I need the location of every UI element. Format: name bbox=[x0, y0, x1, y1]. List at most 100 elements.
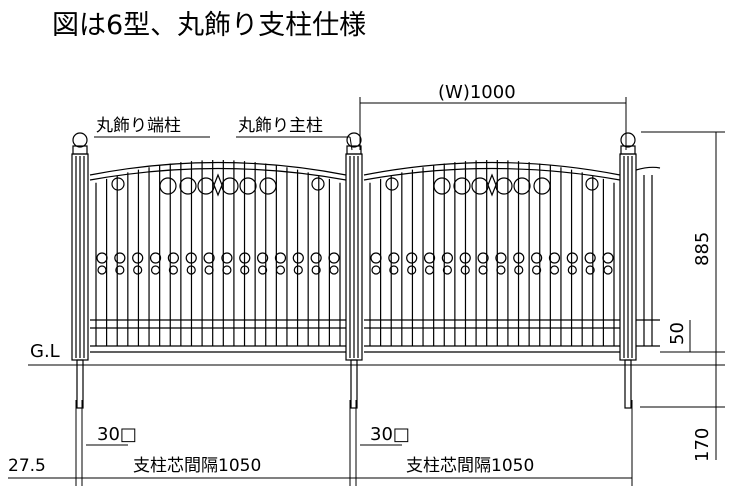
main-post-label: 丸飾り主柱 bbox=[238, 116, 323, 136]
fence-panel-left-scroll bbox=[258, 265, 268, 275]
fence-panel-right-scroll bbox=[370, 252, 382, 264]
fence-panel-right-scroll bbox=[514, 265, 524, 275]
fence-panel-partial-arch bbox=[635, 166, 661, 171]
right-post bbox=[619, 132, 637, 409]
fence-structure bbox=[71, 132, 661, 409]
fence-panel-left-scroll bbox=[328, 252, 340, 264]
fence-panel-right-scroll bbox=[459, 252, 471, 264]
fence-panel-right-scroll bbox=[496, 265, 506, 275]
fence-panel-left-crest-scroll bbox=[239, 177, 257, 195]
fence-panel-left-scroll bbox=[168, 265, 178, 275]
fence-panel-right-scroll bbox=[567, 265, 577, 275]
fence-panel-left-crest-scroll bbox=[221, 177, 239, 195]
fence-panel-left-scroll bbox=[186, 265, 196, 275]
fence-panel-right-scroll bbox=[406, 252, 418, 264]
main-post-leader-tail bbox=[349, 136, 353, 151]
width-dimension-label: (W)1000 bbox=[438, 82, 516, 103]
fence-panel-left-scroll bbox=[167, 252, 179, 264]
fence-panel-right bbox=[363, 160, 621, 353]
fence-panel-left-scroll bbox=[257, 252, 269, 264]
fence-panel-right-top-arch-inner bbox=[363, 167, 621, 181]
fence-panel-right-scroll bbox=[441, 252, 453, 264]
fence-panel-right-scroll bbox=[548, 252, 561, 264]
fence-panel-left-crest-scroll bbox=[179, 177, 197, 195]
post-spacing-label-right: 支柱芯間隔1050 bbox=[406, 456, 535, 476]
fence-panel-right-scroll bbox=[495, 252, 507, 264]
fence-panel-left-scroll bbox=[222, 265, 232, 275]
fence-panel-right-crest-scroll bbox=[533, 177, 551, 195]
fence-panel-left-scroll bbox=[203, 252, 215, 264]
dimension-lines bbox=[8, 97, 725, 486]
fence-panel-left-crest-scroll bbox=[259, 177, 277, 195]
fence-panel-left-crest-center bbox=[213, 173, 223, 197]
right-post-footing bbox=[624, 359, 632, 409]
end-post-footing bbox=[76, 359, 84, 409]
fence-panel-left-scroll bbox=[97, 265, 107, 275]
fence-panel-left-scroll bbox=[239, 252, 251, 264]
fence-panel-right-scroll bbox=[566, 252, 578, 264]
fence-panel-left-scroll bbox=[293, 265, 303, 275]
fence-panel-left-scroll bbox=[310, 252, 322, 264]
fence-panel-left-scroll bbox=[115, 265, 125, 275]
fence-panel-left-scroll bbox=[311, 265, 321, 275]
fence-panel-partial bbox=[635, 166, 661, 347]
fence-panel-right-crest-center bbox=[487, 173, 497, 197]
fence-panel-right-crest-scroll bbox=[495, 177, 513, 195]
fence-panel-left-scroll bbox=[96, 252, 108, 264]
fence-panel-right-scroll bbox=[460, 265, 470, 275]
fence-panel-right-side-scroll bbox=[385, 177, 399, 191]
fence-panel-left-scroll bbox=[274, 252, 287, 264]
fence-panel-left-crest-scroll bbox=[159, 177, 177, 195]
ground-line-label: G.L bbox=[30, 341, 60, 362]
fence-panel-right-scroll bbox=[442, 265, 452, 275]
fence-panel-right-scroll bbox=[478, 265, 488, 275]
fence-panel-right-crest-scroll bbox=[433, 177, 451, 195]
fence-panel-left-scroll bbox=[133, 265, 143, 275]
fence-panel-right-scroll bbox=[423, 252, 436, 264]
diagram-title: 図は6型、丸飾り支柱仕様 bbox=[52, 10, 367, 41]
end-post-label: 丸飾り端柱 bbox=[96, 116, 181, 136]
fence-panel-right-crest-scroll bbox=[453, 177, 471, 195]
fence-panel-left-scroll bbox=[275, 265, 286, 275]
fence-panel-right-side-scroll bbox=[585, 177, 599, 191]
fence-panel-left-scroll bbox=[132, 252, 144, 264]
fence-panel-left-scroll bbox=[204, 265, 214, 275]
fence-panel-right-top-arch bbox=[363, 161, 621, 176]
fence-panel-right-scroll bbox=[532, 265, 542, 275]
fence-panel-right-scroll bbox=[585, 265, 595, 275]
end-post bbox=[71, 132, 89, 409]
end-post-ball bbox=[72, 132, 88, 148]
fence-panel-right-scroll bbox=[371, 265, 381, 275]
fence-panel-left-scroll bbox=[329, 265, 339, 275]
fence-panel-left bbox=[89, 160, 347, 353]
fence-panel-left-side-scroll bbox=[311, 177, 325, 191]
fence-panel-right-scroll bbox=[477, 252, 489, 264]
fence-panel-left-scroll bbox=[185, 252, 197, 264]
fence-panel-right-scroll bbox=[584, 252, 596, 264]
fence-panel-left-scroll bbox=[149, 252, 162, 264]
fence-panel-right-scroll bbox=[424, 265, 435, 275]
fence-panel-right-crest-scroll bbox=[513, 177, 531, 195]
post-size-label-right: 30□ bbox=[370, 424, 410, 445]
fence-panel-right-scroll bbox=[388, 252, 400, 264]
fence-panel-right-crest-scroll bbox=[471, 177, 489, 195]
right-post-ball bbox=[620, 132, 636, 148]
fence-panel-left-crest-scroll bbox=[197, 177, 215, 195]
fence-panel-right-scroll bbox=[602, 252, 614, 264]
fence-panel-left-top-arch-inner bbox=[89, 167, 347, 181]
fence-panel-left-top-arch bbox=[89, 161, 347, 176]
fence-panel-right-scroll bbox=[407, 265, 417, 275]
fence-panel-left-scroll bbox=[240, 265, 250, 275]
fence-panel-right-scroll bbox=[549, 265, 560, 275]
post-spacing-label-left: 支柱芯間隔1050 bbox=[133, 456, 262, 476]
fence-panel-right-scroll bbox=[513, 252, 525, 264]
fence-panel-right-scroll bbox=[603, 265, 613, 275]
fence-panel-right-scroll bbox=[389, 265, 399, 275]
main-post-footing bbox=[350, 359, 358, 409]
main-post bbox=[345, 132, 363, 409]
offset-dimension-label: 27.5 bbox=[8, 456, 46, 476]
fence-panel-right-scroll bbox=[531, 252, 543, 264]
fence-panel-left-scroll bbox=[221, 252, 233, 264]
fence-panel-left-scroll bbox=[150, 265, 161, 275]
